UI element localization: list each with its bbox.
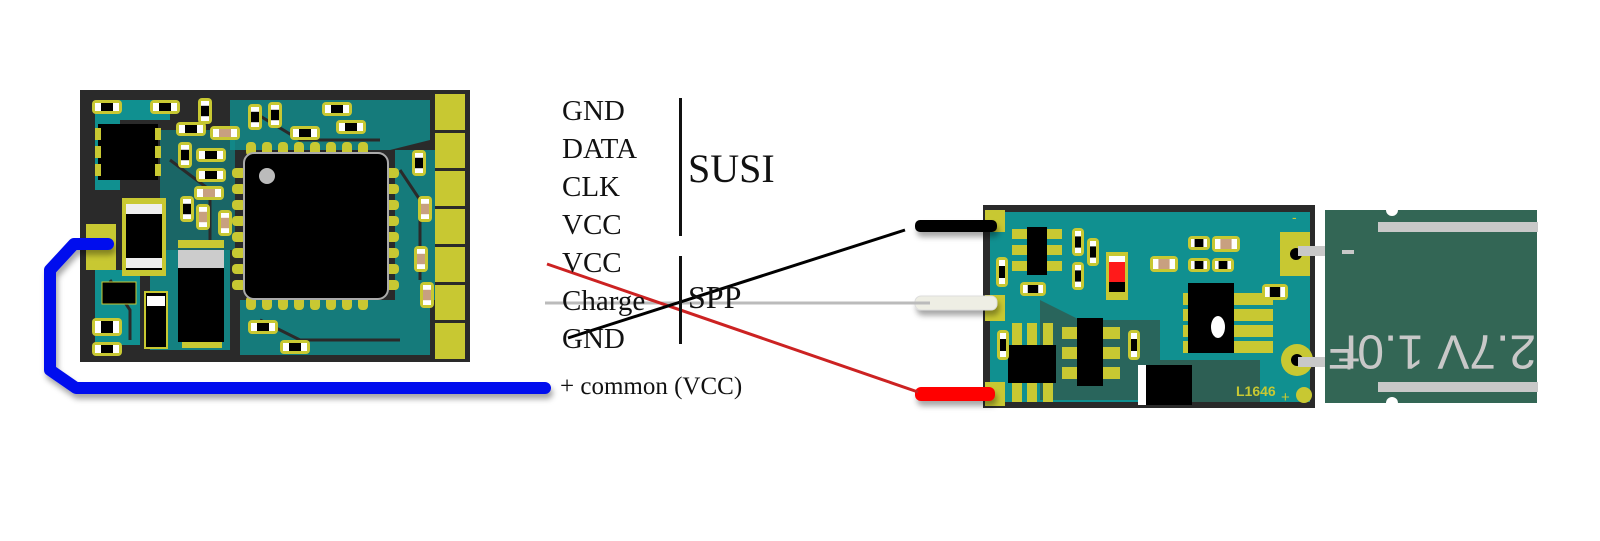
pin-label-vcc-susi: VCC: [562, 209, 622, 241]
smd-component: [1087, 238, 1099, 266]
board-plus-mark: +: [1281, 389, 1290, 406]
smd-component: [420, 282, 434, 308]
pin-label-vcc-spp: VCC: [562, 247, 622, 279]
smd-component: [412, 150, 426, 176]
smd-component: [248, 104, 262, 130]
gnd-connection-line: [567, 228, 906, 340]
pin-label-gnd-spp: GND: [562, 323, 625, 355]
smd-component: [196, 168, 226, 182]
common-vcc-wire[interactable]: [44, 238, 551, 394]
decoder-board: [80, 90, 470, 362]
smd-component: [178, 142, 192, 168]
smd-component: [997, 330, 1009, 360]
group-label-spp: SPP: [688, 279, 742, 315]
smd-component: [196, 204, 210, 230]
pin-label-data: DATA: [562, 133, 638, 165]
vcc-connection-line: [546, 262, 919, 394]
smd-component: [180, 196, 194, 222]
smd-component: [194, 186, 224, 200]
cap-lead-plus: [1298, 357, 1328, 367]
smd-component: [1128, 330, 1140, 360]
smd-component: [176, 122, 206, 136]
ic-top-left: [98, 124, 158, 180]
board-minus-mark: -: [1292, 209, 1297, 225]
smd-component: [198, 98, 212, 124]
smd-component: [248, 320, 278, 334]
smd-component: [996, 257, 1008, 287]
pin-label-clk: CLK: [562, 171, 620, 203]
smd-component: [92, 342, 122, 356]
smd-component: [418, 196, 432, 222]
capacitor-marking: 2.7V 1.0F: [1328, 324, 1536, 377]
supercapacitor: 2.7V 1.0F +: [1298, 204, 1538, 409]
main-ic: [232, 142, 399, 310]
smd-component: [1020, 282, 1046, 296]
pin-label-gnd: GND: [562, 95, 625, 127]
group-label-susi: SUSI: [688, 146, 775, 191]
susi-bracket: [679, 98, 682, 236]
smd-component: [1262, 284, 1288, 300]
smd-component: [280, 340, 310, 354]
module-wires: [914, 220, 998, 401]
smd-component: [92, 100, 122, 114]
smd-component: [1072, 262, 1084, 290]
smd-component: [1212, 258, 1234, 272]
board-marking: L1646: [1236, 383, 1276, 399]
smd-component: [1072, 228, 1084, 256]
common-vcc-label: + common (VCC): [560, 373, 743, 400]
module-vcc-wire[interactable]: [915, 387, 995, 401]
smd-component: [1188, 258, 1210, 272]
smd-component: [196, 148, 226, 162]
cap-lead-minus: [1298, 246, 1328, 256]
smd-component: [290, 126, 320, 140]
smd-component: [414, 246, 428, 272]
smd-component: [268, 102, 282, 128]
smd-component: [1150, 256, 1178, 272]
smd-component: [210, 126, 240, 140]
module-gnd-wire[interactable]: [915, 220, 997, 232]
pin-wires: [439, 105, 549, 346]
spp-bracket: [679, 256, 682, 344]
smd-component: [92, 318, 122, 336]
smd-component: [336, 120, 366, 134]
smd-component: [150, 100, 180, 114]
smd-component: [218, 210, 232, 236]
pin-label-charge: Charge: [562, 285, 646, 317]
buffer-module-board: - + L1646: [983, 205, 1315, 408]
smd-component: [322, 102, 352, 116]
capacitor-plus-mark: +: [1337, 337, 1360, 381]
smd-component: [1212, 236, 1240, 252]
smd-component: [1188, 236, 1210, 250]
